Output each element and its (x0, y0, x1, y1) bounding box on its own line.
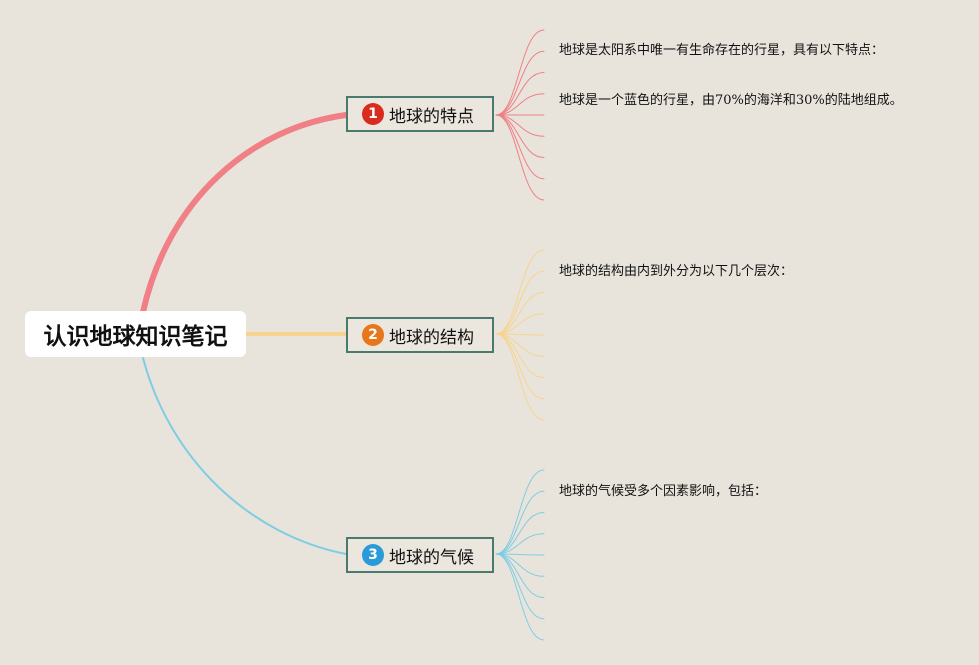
branch-topic-label: 地球的气候 (389, 547, 474, 568)
fan-connector-2-3 (495, 292, 545, 335)
fan-connector-3-3 (495, 512, 545, 555)
fan-connector-2-8 (495, 333, 545, 400)
fan-connector-1-7 (495, 114, 545, 158)
fan-connector-3-4 (495, 533, 545, 555)
number-badge-1: 1 (362, 103, 384, 125)
branch-topic-earth-structure[interactable]: 2 地球的结构 (346, 317, 494, 353)
central-topic-label: 认识地球知识笔记 (43, 324, 228, 350)
fan-connector-2-4 (495, 313, 545, 335)
branch-topic-label: 地球的结构 (389, 327, 474, 348)
branch-topic-earth-features[interactable]: 1 地球的特点 (346, 96, 494, 132)
subtopic-note[interactable]: 地球是一个蓝色的行星，由70%的海洋和30%的陆地组成。 (559, 93, 903, 108)
fan-connector-3-7 (495, 553, 545, 598)
subtopic-note[interactable]: 地球是太阳系中唯一有生命存在的行星，具有以下特点： (559, 43, 885, 58)
fan-connector-3-2 (495, 490, 545, 555)
fan-connector-1-9 (495, 114, 545, 201)
fan-connector-3-9 (495, 553, 545, 641)
branch-topic-label: 地球的特点 (389, 106, 474, 127)
fan-connector-3-8 (495, 553, 545, 620)
main-connector-3 (142, 357, 347, 555)
number-badge-2: 2 (362, 324, 384, 346)
main-connector-1 (140, 112, 349, 315)
fan-connector-1-8 (495, 114, 545, 180)
fan-connector-1-3 (495, 72, 545, 116)
subtopic-note[interactable]: 地球的气候受多个因素影响，包括： (559, 484, 768, 499)
branch-topic-earth-climate[interactable]: 3 地球的气候 (346, 537, 494, 573)
fan-connector-2-7 (495, 333, 545, 378)
central-topic[interactable]: 认识地球知识笔记 (25, 311, 246, 357)
number-badge-3: 3 (362, 544, 384, 566)
fan-connector-3-1 (495, 469, 545, 555)
subtopic-note[interactable]: 地球的结构由内到外分为以下几个层次： (559, 264, 794, 279)
fan-connector-2-2 (495, 270, 545, 335)
fan-connector-1-4 (495, 93, 545, 116)
fan-connector-2-1 (495, 249, 545, 335)
fan-connector-2-9 (495, 333, 545, 421)
fan-connector-1-1 (495, 29, 545, 116)
fan-connector-1-2 (495, 50, 545, 116)
